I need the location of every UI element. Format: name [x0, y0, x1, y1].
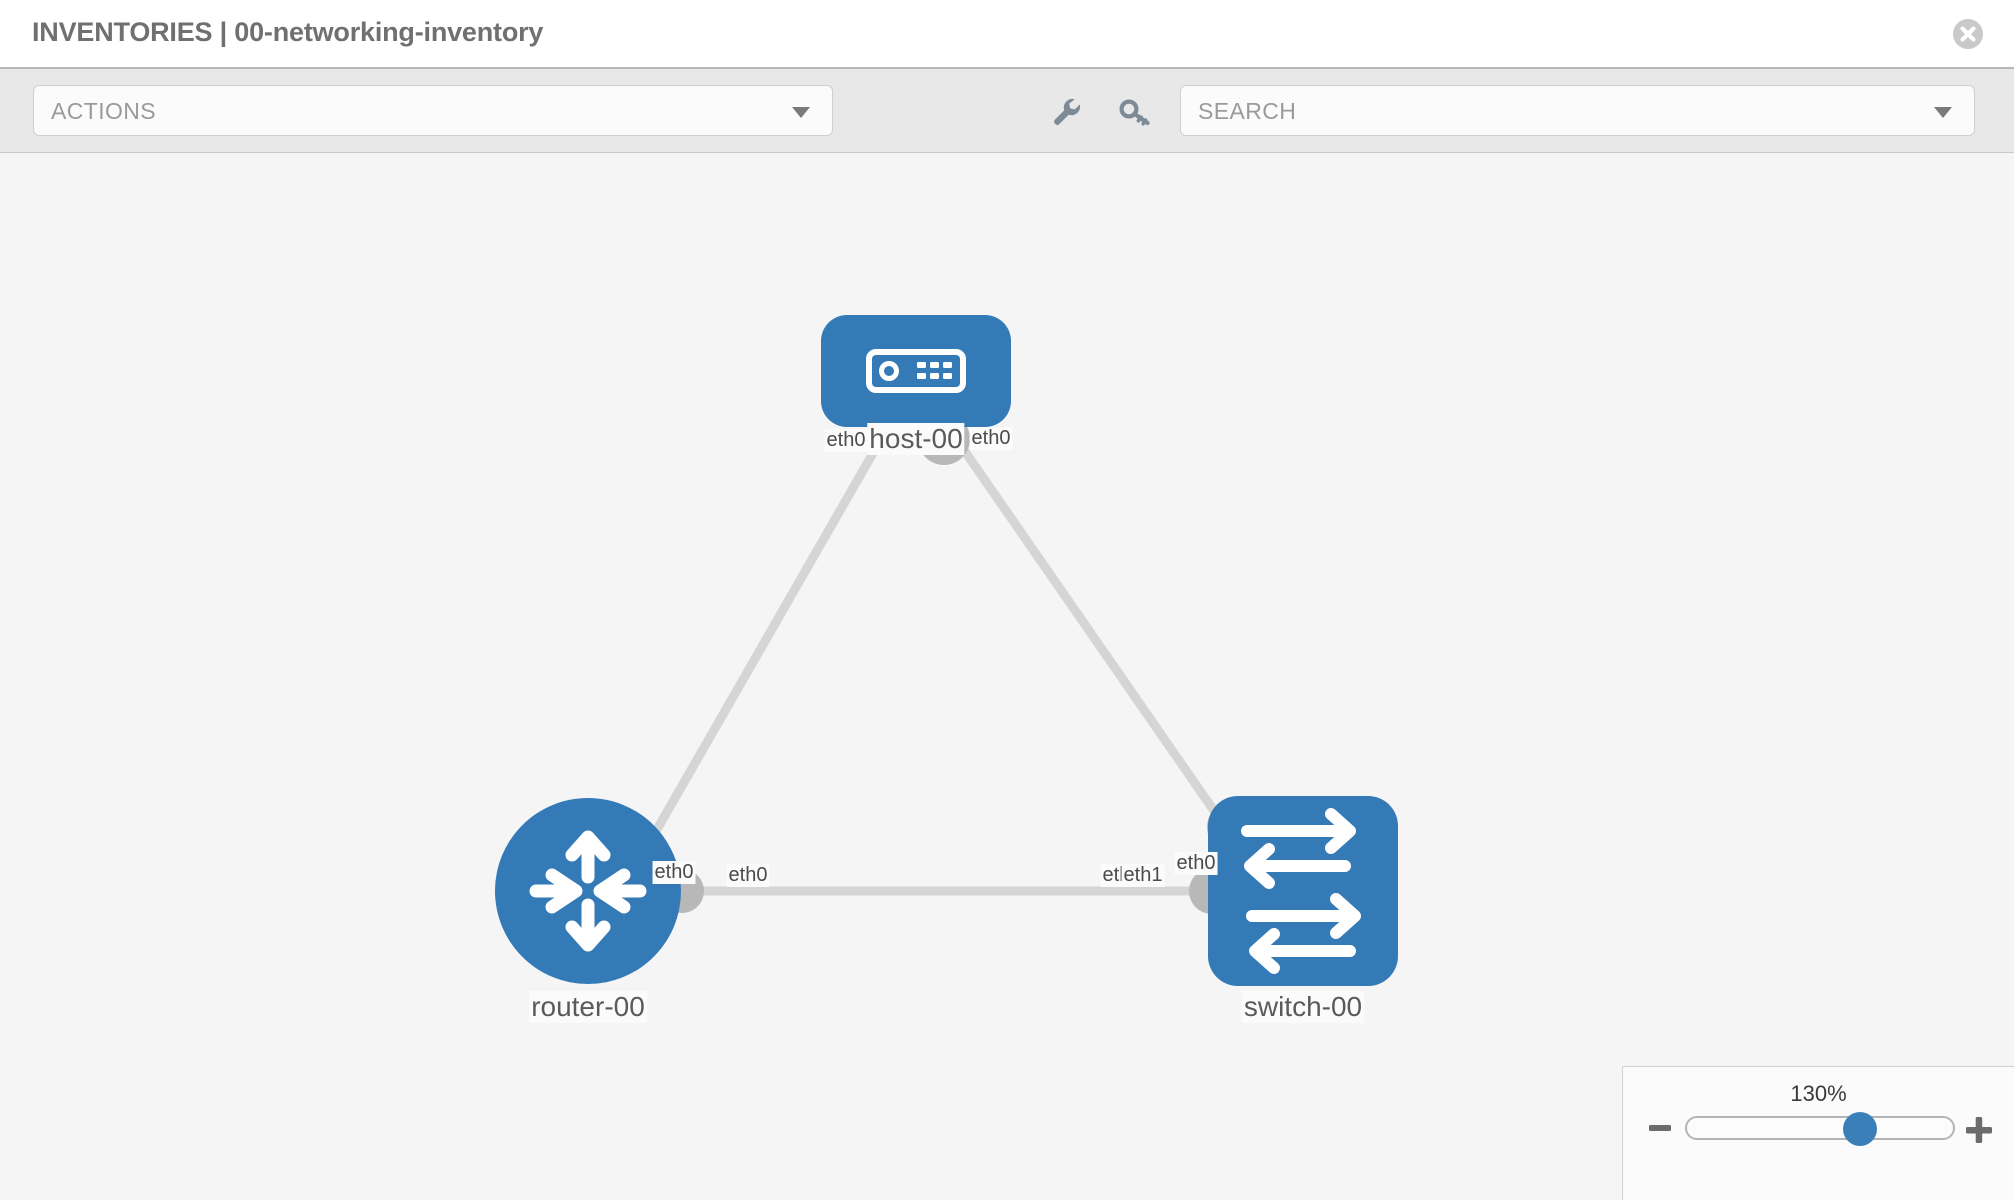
- router-four-arrows-icon: [529, 830, 647, 952]
- link-host-switch[interactable]: [944, 424, 1232, 834]
- server-appliance-icon: [866, 349, 966, 393]
- switch-bidirectional-arrows-icon: [1241, 808, 1361, 974]
- actions-dropdown[interactable]: ACTIONS: [33, 85, 833, 136]
- zoom-slider-thumb[interactable]: [1842, 1112, 1877, 1146]
- node-host-00[interactable]: [821, 315, 1011, 427]
- chevron-down-icon: [792, 107, 810, 118]
- key-icon[interactable]: [1118, 95, 1152, 129]
- actions-dropdown-label: ACTIONS: [51, 98, 157, 124]
- plus-icon[interactable]: [1964, 1115, 1994, 1145]
- node-router-00[interactable]: [495, 798, 681, 984]
- zoom-slider[interactable]: [1685, 1112, 1955, 1146]
- search-input[interactable]: SEARCH: [1180, 85, 1975, 136]
- topology-toolbar: ACTIONS SEARCH: [0, 69, 2014, 153]
- zoom-percent-label: 130%: [1790, 1081, 1847, 1106]
- zoom-control: 130%: [1622, 1066, 2014, 1200]
- chevron-down-icon[interactable]: [1934, 107, 1952, 118]
- topology-graph: [495, 315, 1398, 986]
- close-icon[interactable]: [1950, 16, 1986, 52]
- topology-canvas[interactable]: eth0 eth0 eth0 eth0 eth0 eth0 eth1 host-…: [0, 153, 2014, 1200]
- node-switch-00[interactable]: [1208, 796, 1398, 986]
- search-placeholder: SEARCH: [1198, 98, 1297, 124]
- minus-icon[interactable]: [1647, 1115, 1673, 1141]
- page-header: INVENTORIES | 00-networking-inventory: [0, 0, 2014, 69]
- page-title: INVENTORIES | 00-networking-inventory: [32, 17, 544, 47]
- wrench-icon[interactable]: [1050, 95, 1084, 129]
- link-host-router[interactable]: [636, 424, 892, 862]
